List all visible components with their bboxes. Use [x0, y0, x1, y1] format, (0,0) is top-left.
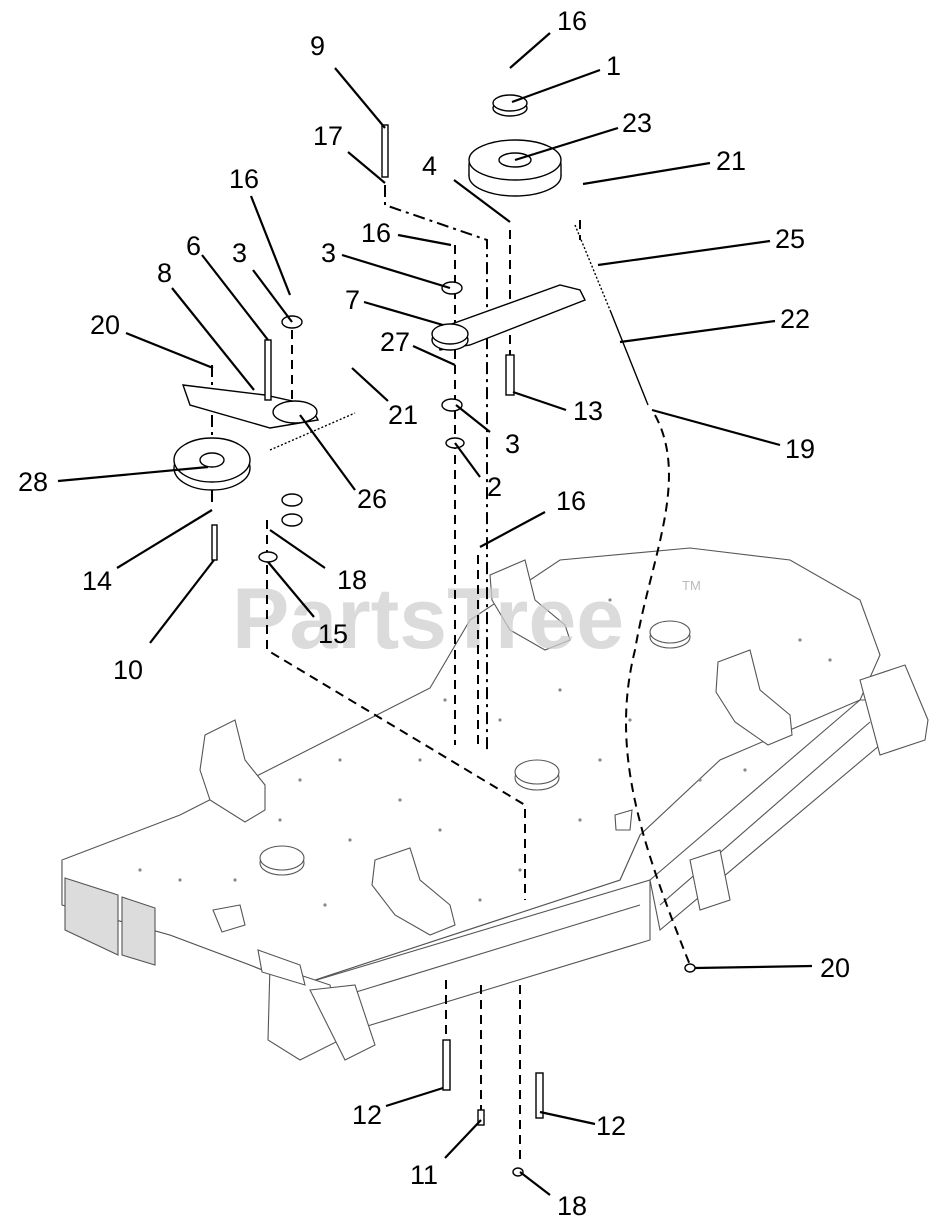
callout-18: 18: [337, 565, 367, 595]
callout-6: 6: [186, 231, 201, 261]
callout-7: 7: [345, 285, 360, 315]
callout-21: 21: [716, 146, 746, 176]
callout-20: 20: [820, 953, 850, 983]
watermark-tm: TM: [682, 578, 701, 593]
callout-17: 17: [313, 121, 343, 151]
callout-13: 13: [573, 396, 603, 426]
callout-12: 12: [596, 1111, 626, 1141]
callout-8: 8: [157, 258, 172, 288]
callout-19: 19: [785, 434, 815, 464]
callout-4: 4: [422, 151, 437, 181]
idler-arm-left: [181, 384, 320, 429]
callout-3: 3: [232, 238, 247, 268]
callout-16: 16: [556, 486, 586, 516]
callout-21: 21: [388, 400, 418, 430]
callout-25: 25: [775, 224, 805, 254]
callout-16: 16: [557, 6, 587, 36]
callout-22: 22: [780, 304, 810, 334]
hardware-small: [211, 124, 696, 1177]
callout-15: 15: [318, 619, 348, 649]
callout-27: 27: [380, 327, 410, 357]
callouts: 16 1 9 23 17 4 21 16 25 6 3 16 3 8 7 22 …: [18, 6, 850, 1221]
callout-26: 26: [357, 484, 387, 514]
callout-16: 16: [229, 164, 259, 194]
callout-28: 28: [18, 467, 48, 497]
idler-arm-right: [431, 284, 586, 351]
callout-3: 3: [505, 429, 520, 459]
callout-20: 20: [90, 310, 120, 340]
mower-deck: [61, 547, 929, 1061]
callout-2: 2: [487, 472, 502, 502]
callout-10: 10: [113, 655, 143, 685]
watermark-text: PartsTree: [232, 571, 624, 667]
callout-16: 16: [361, 218, 391, 248]
callout-23: 23: [622, 108, 652, 138]
callout-11: 11: [410, 1160, 438, 1190]
leader-lines: [57, 32, 813, 1196]
pulley-28: [173, 437, 251, 491]
callout-1: 1: [606, 51, 621, 81]
callout-12: 12: [352, 1100, 382, 1130]
callout-18: 18: [557, 1191, 587, 1221]
callout-9: 9: [310, 31, 325, 61]
callout-14: 14: [82, 566, 112, 596]
spring-26: [269, 412, 356, 451]
spring-25: [574, 224, 649, 406]
pulley-23: [468, 139, 562, 197]
callout-3: 3: [321, 238, 336, 268]
